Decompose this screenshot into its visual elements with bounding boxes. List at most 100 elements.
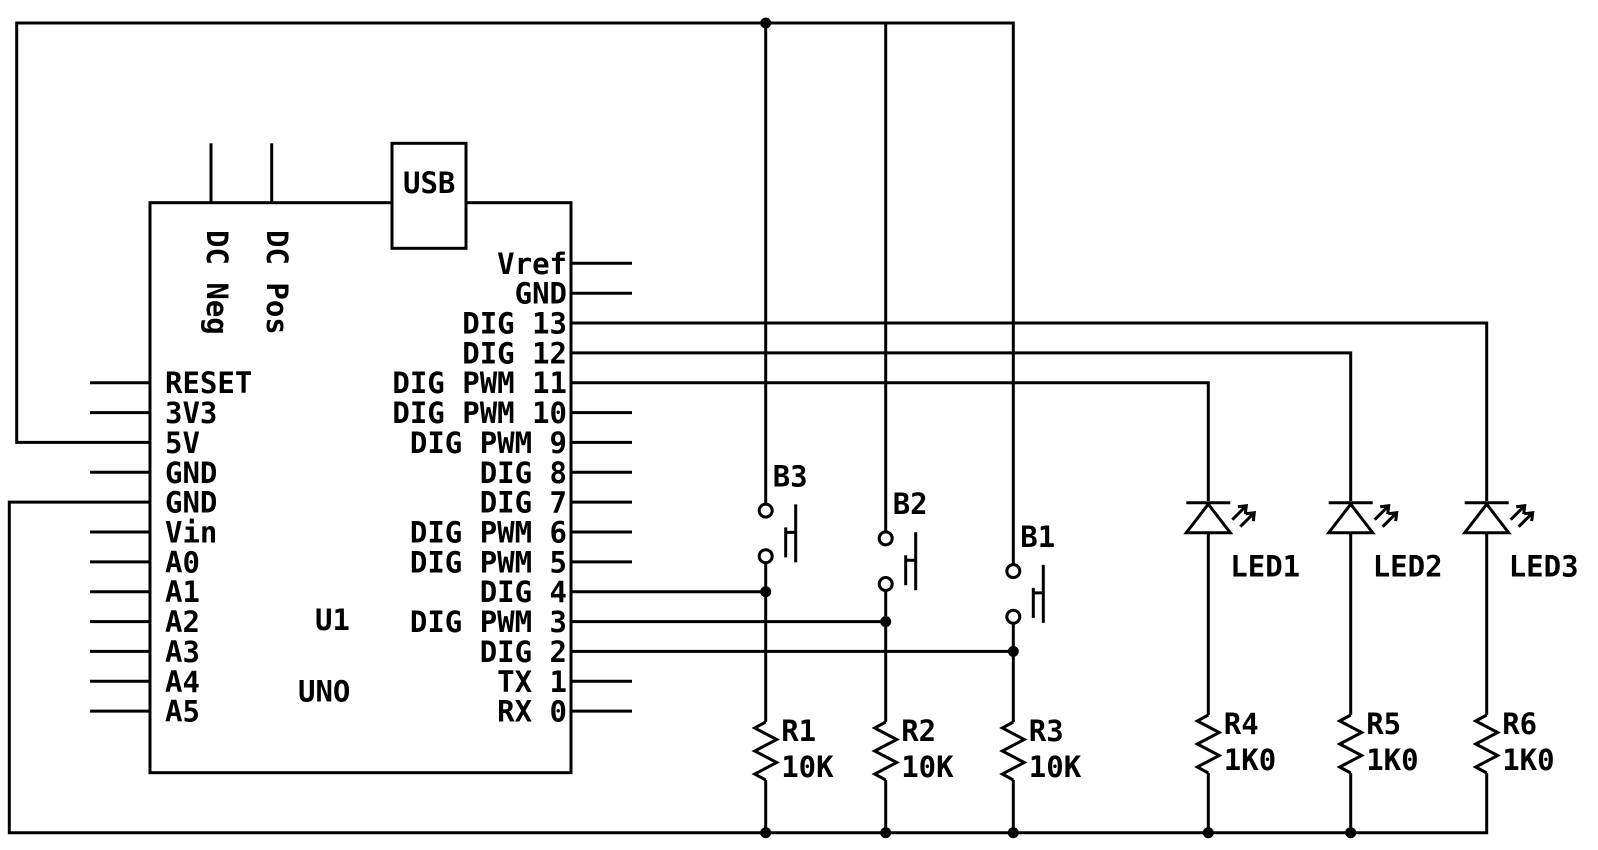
junction-dot (880, 827, 892, 839)
pin-label-pwm10: DIG PWM 10 (392, 396, 567, 430)
pin-label-pwm9: DIG PWM 9 (410, 426, 567, 460)
r5-zigzag (1336, 713, 1365, 775)
junction-dot (1202, 827, 1214, 839)
component-button-b2: B2 (877, 487, 928, 593)
r2-ref-label: R2 (901, 714, 936, 748)
u1-part-label: UNO (298, 675, 350, 709)
pin-label-gnd-r: GND (515, 277, 567, 311)
pin-label-a3: A3 (165, 635, 200, 669)
wire-dig13-led3 (571, 321, 1489, 501)
led2-ref-label: LED2 (1373, 550, 1443, 584)
b2-actuator (904, 532, 918, 591)
component-resistor-r2: R2 10K (871, 714, 954, 784)
component-resistor-r4: R4 1K0 (1194, 707, 1276, 777)
pin-label-a1: A1 (165, 575, 200, 609)
junction-dot (1007, 645, 1019, 657)
pin-label-pwm3: DIG PWM 3 (410, 605, 567, 639)
pin-label-vref: Vref (497, 247, 567, 281)
u1-right-pin-labels: Vref GND DIG 13 DIG 12 DIG PWM 11 DIG PW… (392, 247, 567, 729)
led3-light-arrows-icon (1509, 503, 1535, 528)
component-led3: LED3 (1461, 501, 1579, 584)
component-button-b3: B3 (757, 459, 808, 565)
pin-label-dig7: DIG 7 (480, 486, 567, 520)
pin-label-a5: A5 (165, 695, 200, 729)
pin-label-a0: A0 (165, 545, 200, 579)
pin-label-dc-neg: DC Neg (200, 230, 234, 335)
pin-label-pwm6: DIG PWM 6 (410, 516, 567, 550)
led2-triangle (1325, 501, 1376, 535)
pin-label-5v: 5V (165, 426, 200, 460)
pin-label-dig12: DIG 12 (462, 336, 567, 370)
u1-left-pin-stubs (90, 381, 150, 713)
component-u1-arduino: USB U1 UNO DC Neg DC Pos RESET 3V3 5V GN… (90, 141, 632, 775)
component-resistor-r1: R1 10K (751, 714, 834, 784)
b1-contact-top (1005, 563, 1022, 580)
pin-label-rx0: RX 0 (497, 695, 567, 729)
b1-contact-bottom (1005, 608, 1022, 625)
b3-contact-bottom (757, 548, 774, 565)
usb-label: USB (403, 166, 455, 200)
junction-dot (880, 616, 892, 628)
junction-dot (760, 586, 772, 598)
junction-dot (760, 827, 772, 839)
component-button-b1: B1 (1005, 520, 1055, 625)
wire-5v-bus (15, 21, 1015, 564)
led1-ref-label: LED1 (1230, 550, 1300, 584)
r6-value-label: 1K0 (1502, 743, 1554, 777)
r4-ref-label: R4 (1224, 707, 1259, 741)
b3-actuator (784, 504, 798, 563)
led3-ref-label: LED3 (1509, 550, 1579, 584)
r1-ref-label: R1 (781, 714, 816, 748)
led3-triangle (1461, 501, 1512, 535)
usb-connector (390, 141, 468, 250)
pin-label-gnd1: GND (165, 456, 217, 490)
b2-contact-top (877, 530, 894, 547)
r4-value-label: 1K0 (1224, 743, 1276, 777)
pin-label-dig4: DIG 4 (480, 575, 567, 609)
junction-dot (1007, 827, 1019, 839)
pin-label-pwm11: DIG PWM 11 (392, 366, 567, 400)
r4-zigzag (1194, 713, 1223, 775)
pin-label-pwm5: DIG PWM 5 (410, 545, 567, 579)
pin-label-dig8: DIG 8 (480, 456, 567, 490)
u1-left-pin-labels: RESET 3V3 5V GND GND Vin A0 A1 A2 A3 A4 … (165, 366, 252, 728)
r3-ref-label: R3 (1029, 714, 1064, 748)
component-resistor-r6: R6 1K0 (1472, 707, 1555, 777)
u1-right-pin-stubs (571, 261, 632, 713)
junction-dot (1345, 827, 1357, 839)
r5-ref-label: R5 (1366, 707, 1401, 741)
u1-ref-label: U1 (315, 603, 350, 637)
u1-body (148, 201, 573, 775)
led1-triangle (1183, 501, 1234, 535)
b2-ref-label: B2 (893, 487, 928, 521)
r2-zigzag (871, 720, 900, 782)
b2-contact-bottom (877, 576, 894, 593)
pin-label-tx1: TX 1 (497, 665, 567, 699)
pin-label-3v3: 3V3 (165, 396, 217, 430)
pin-label-reset: RESET (165, 366, 252, 400)
component-resistor-r5: R5 1K0 (1336, 707, 1419, 777)
pin-label-a2: A2 (165, 605, 200, 639)
pin-label-dig13: DIG 13 (462, 307, 567, 341)
pin-label-dc-pos: DC Pos (260, 230, 294, 335)
r1-zigzag (751, 720, 780, 782)
junction-dot (760, 17, 772, 29)
b1-actuator (1031, 564, 1045, 623)
component-led1: LED1 (1183, 501, 1300, 584)
r6-ref-label: R6 (1502, 707, 1537, 741)
component-resistor-r3: R3 10K (999, 714, 1082, 784)
wire-pwm11-led1 (571, 381, 1210, 501)
r3-value-label: 10K (1029, 750, 1082, 784)
r2-value-label: 10K (901, 750, 954, 784)
pin-label-vin: Vin (165, 516, 217, 550)
pin-label-gnd2: GND (165, 486, 217, 520)
led2-light-arrows-icon (1373, 503, 1399, 528)
wire-dig12-led2 (571, 351, 1353, 501)
r3-zigzag (999, 720, 1028, 782)
led1-light-arrows-icon (1231, 503, 1257, 528)
junction-dots (760, 17, 1357, 839)
r6-zigzag (1472, 713, 1501, 775)
b3-ref-label: B3 (773, 459, 808, 493)
